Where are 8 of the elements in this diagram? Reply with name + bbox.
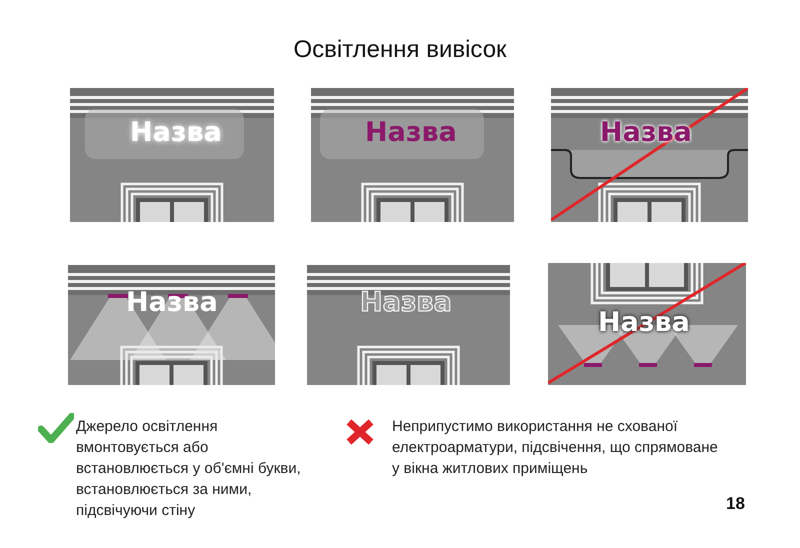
page-number: 18 — [726, 494, 745, 514]
note-text: Джерело освітлення вмонтовується або встановлюється у об'ємні букви, встановлюється за ними, підсвічуючи стіну — [76, 417, 301, 521]
note-text: Неприпустимо використання не схованої електроарматури, підсвічення, що спрямоване у вікна житлових приміщень — [392, 417, 719, 479]
sign-lettering: Назва — [365, 117, 457, 149]
title: Освітлення вивісок — [292, 36, 508, 64]
sign-lettering: Назва — [130, 117, 222, 149]
sign-lettering: Назва — [126, 287, 218, 319]
sign-lettering: Назва — [360, 287, 452, 319]
